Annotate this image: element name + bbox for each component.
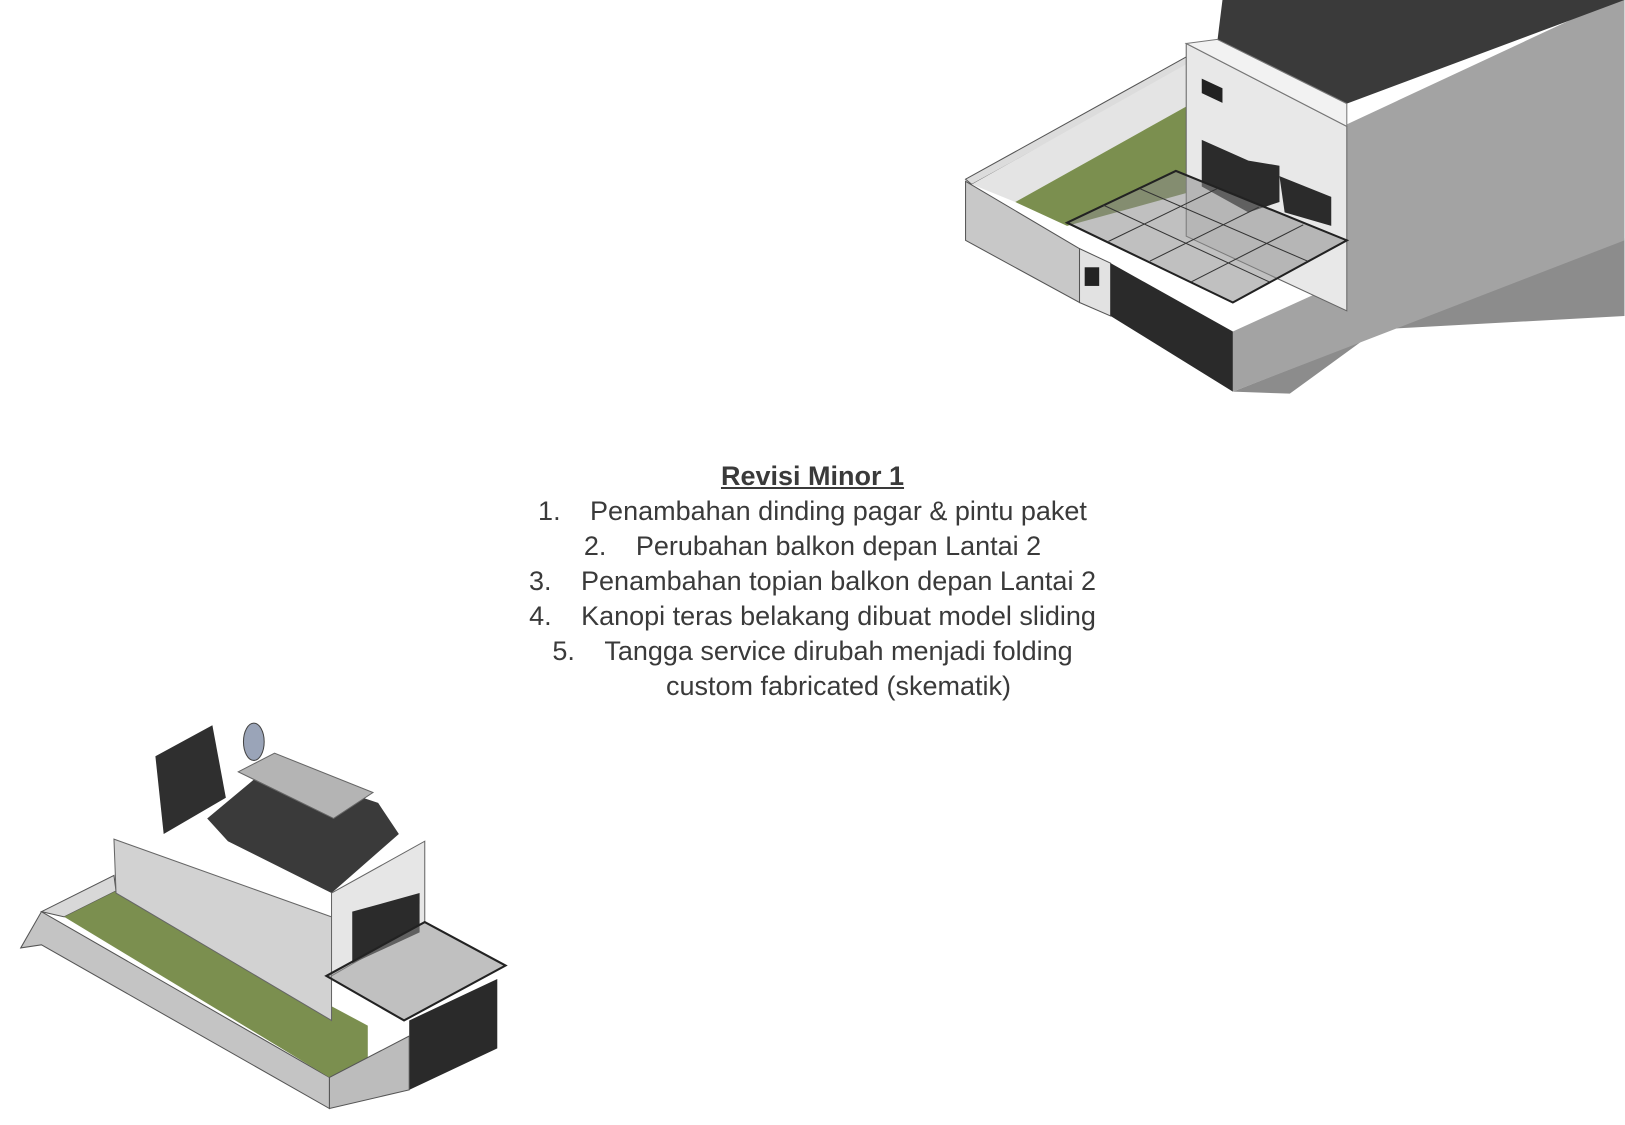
grass <box>64 890 368 1078</box>
roof <box>1217 0 1625 104</box>
house-render-front-view <box>964 0 1625 394</box>
canopy-glass <box>324 920 508 1022</box>
revision-item: 3.Penambahan topian balkon depan Lantai … <box>529 566 1096 596</box>
balcony <box>352 893 420 964</box>
water-tank <box>242 722 265 761</box>
fence-inner-wall <box>971 64 1192 203</box>
parcel-box <box>1084 267 1100 286</box>
canopy-glass <box>1064 169 1350 304</box>
canopy-frame <box>1149 206 1259 262</box>
revision-item: 2.Perubahan balkon depan Lantai 2 <box>583 531 1042 561</box>
revision-title: Revisi Minor 1 <box>720 461 905 491</box>
rooftop-structure <box>155 725 226 834</box>
balcony-right <box>1279 176 1332 226</box>
fence-front-wall <box>328 1035 410 1110</box>
window <box>1201 78 1223 103</box>
gate <box>1110 263 1233 392</box>
revision-item: 4.Kanopi teras belakang dibuat model sli… <box>529 601 1096 631</box>
revision-item: 1.Penambahan dinding pagar & pintu paket <box>538 496 1087 526</box>
revision-item: 5.Tangga service dirubah menjadi folding <box>552 636 1073 666</box>
roof-trim <box>1184 38 1348 128</box>
house-render-rear-view <box>19 722 508 1110</box>
revision-notes: Revisi Minor 1 1.Penambahan dinding paga… <box>0 458 1625 704</box>
canopy-frame <box>1108 188 1218 242</box>
revision-item-continuation: custom fabricated (skematik) <box>665 671 1012 701</box>
side-wall <box>113 838 333 1022</box>
roof-top <box>237 752 375 820</box>
canopy-frame <box>1191 224 1304 283</box>
gate <box>409 979 498 1090</box>
